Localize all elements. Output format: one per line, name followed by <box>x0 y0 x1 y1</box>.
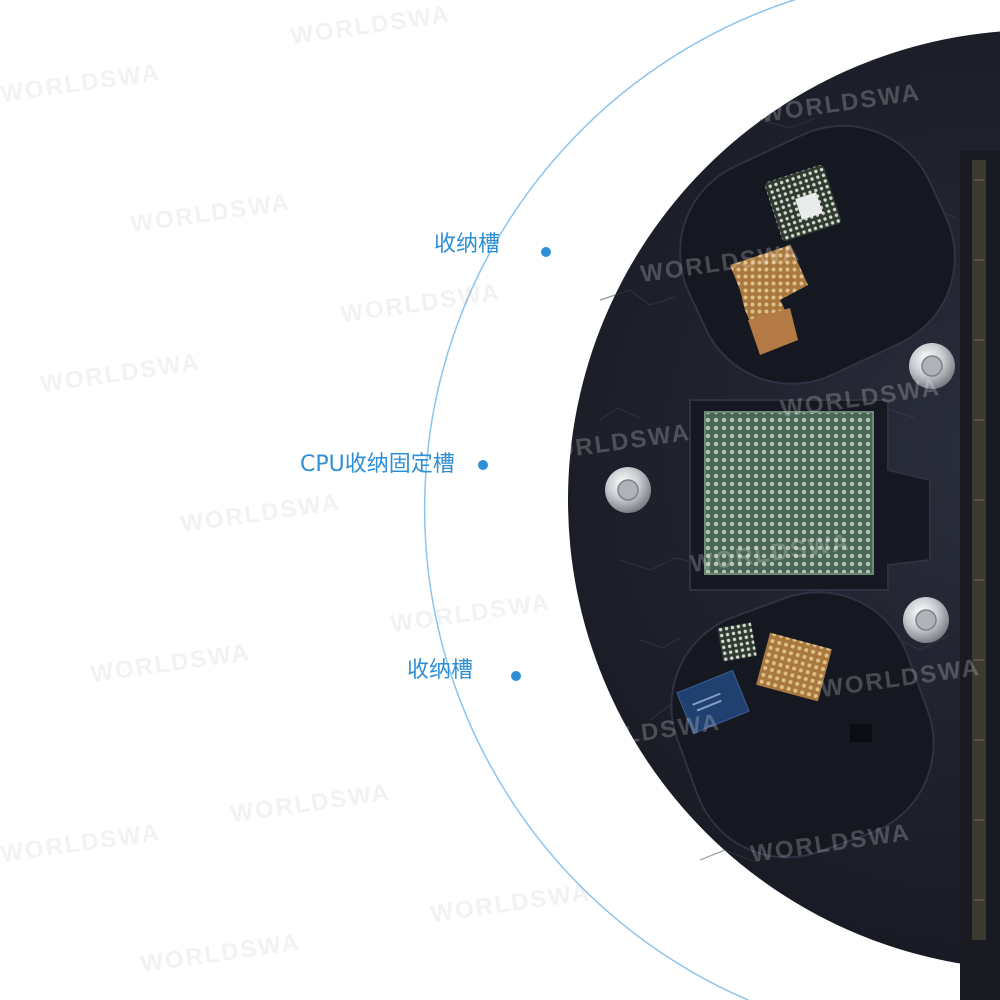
screw-right-top <box>909 343 955 389</box>
lower-black-chip <box>850 724 872 742</box>
lower-storage-slot <box>670 591 935 859</box>
callout-arc <box>423 0 797 1000</box>
lower-gold-chip <box>756 632 832 702</box>
screw-right-bottom <box>903 597 949 643</box>
upper-ball-chip <box>764 164 842 242</box>
callout-label-storage-slot-bottom: 收纳槽 <box>407 658 474 683</box>
upper-gold-chip <box>730 245 808 355</box>
callout-label-cpu-slot: CPU收纳固定槽 <box>300 452 455 477</box>
lower-blue-chip <box>676 669 750 735</box>
cpu-storage-slot <box>689 399 931 591</box>
callout-dot-bottom <box>511 671 521 681</box>
callout-dot-top <box>541 247 551 257</box>
cpu-chip <box>704 411 874 575</box>
screw-left <box>605 467 651 513</box>
lower-small-chip <box>717 622 757 662</box>
upper-storage-slot <box>679 124 956 385</box>
callout-dot-cpu <box>478 460 488 470</box>
callout-label-storage-slot-top: 收纳槽 <box>434 232 501 257</box>
